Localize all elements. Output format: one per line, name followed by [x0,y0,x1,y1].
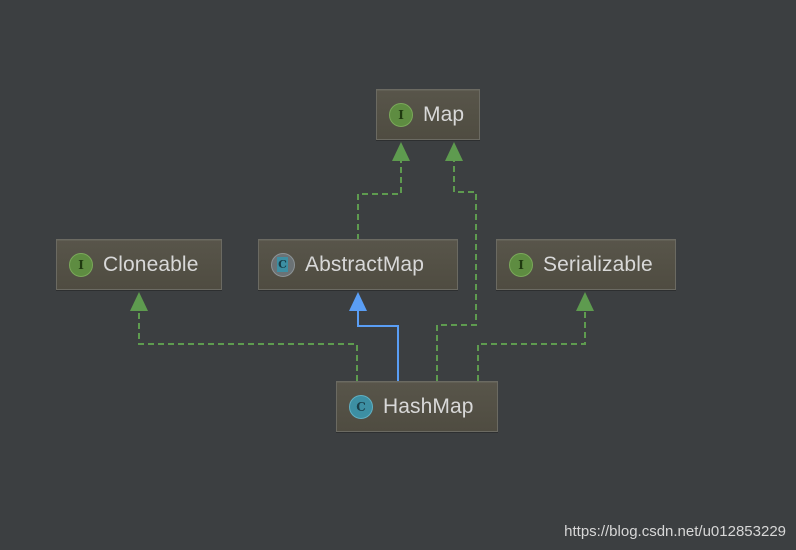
edge-abstractmap-implements-map [357,160,402,240]
arrowhead-hashmap-map [445,142,463,161]
edge-hashmap-implements-cloneable [138,310,358,381]
node-abstractmap[interactable]: C AbstractMap [258,239,458,290]
arrowhead-hashmap-serializable [576,292,594,311]
arrowhead-abstractmap-map [392,142,410,161]
edge-hashmap-implements-serializable [477,310,586,381]
watermark-text: https://blog.csdn.net/u012853229 [564,523,786,540]
node-hashmap-label: HashMap [383,394,474,418]
class-icon: C [349,394,373,419]
edge-hashmap-implements-map [436,160,477,381]
arrowhead-hashmap-abstractmap [349,292,367,311]
node-hashmap[interactable]: C HashMap [336,381,498,432]
node-cloneable-label: Cloneable [103,252,199,276]
node-cloneable[interactable]: I Cloneable [56,239,222,290]
abstract-class-icon: C [271,252,295,277]
interface-icon: I [69,252,93,277]
node-map[interactable]: I Map [376,89,480,140]
edge-hashmap-extends-abstractmap [357,310,399,381]
node-serializable[interactable]: I Serializable [496,239,676,290]
node-abstractmap-label: AbstractMap [305,252,424,276]
interface-icon: I [509,252,533,277]
interface-icon: I [389,102,413,127]
node-map-label: Map [423,102,465,126]
arrowhead-hashmap-cloneable [130,292,148,311]
node-serializable-label: Serializable [543,252,653,276]
